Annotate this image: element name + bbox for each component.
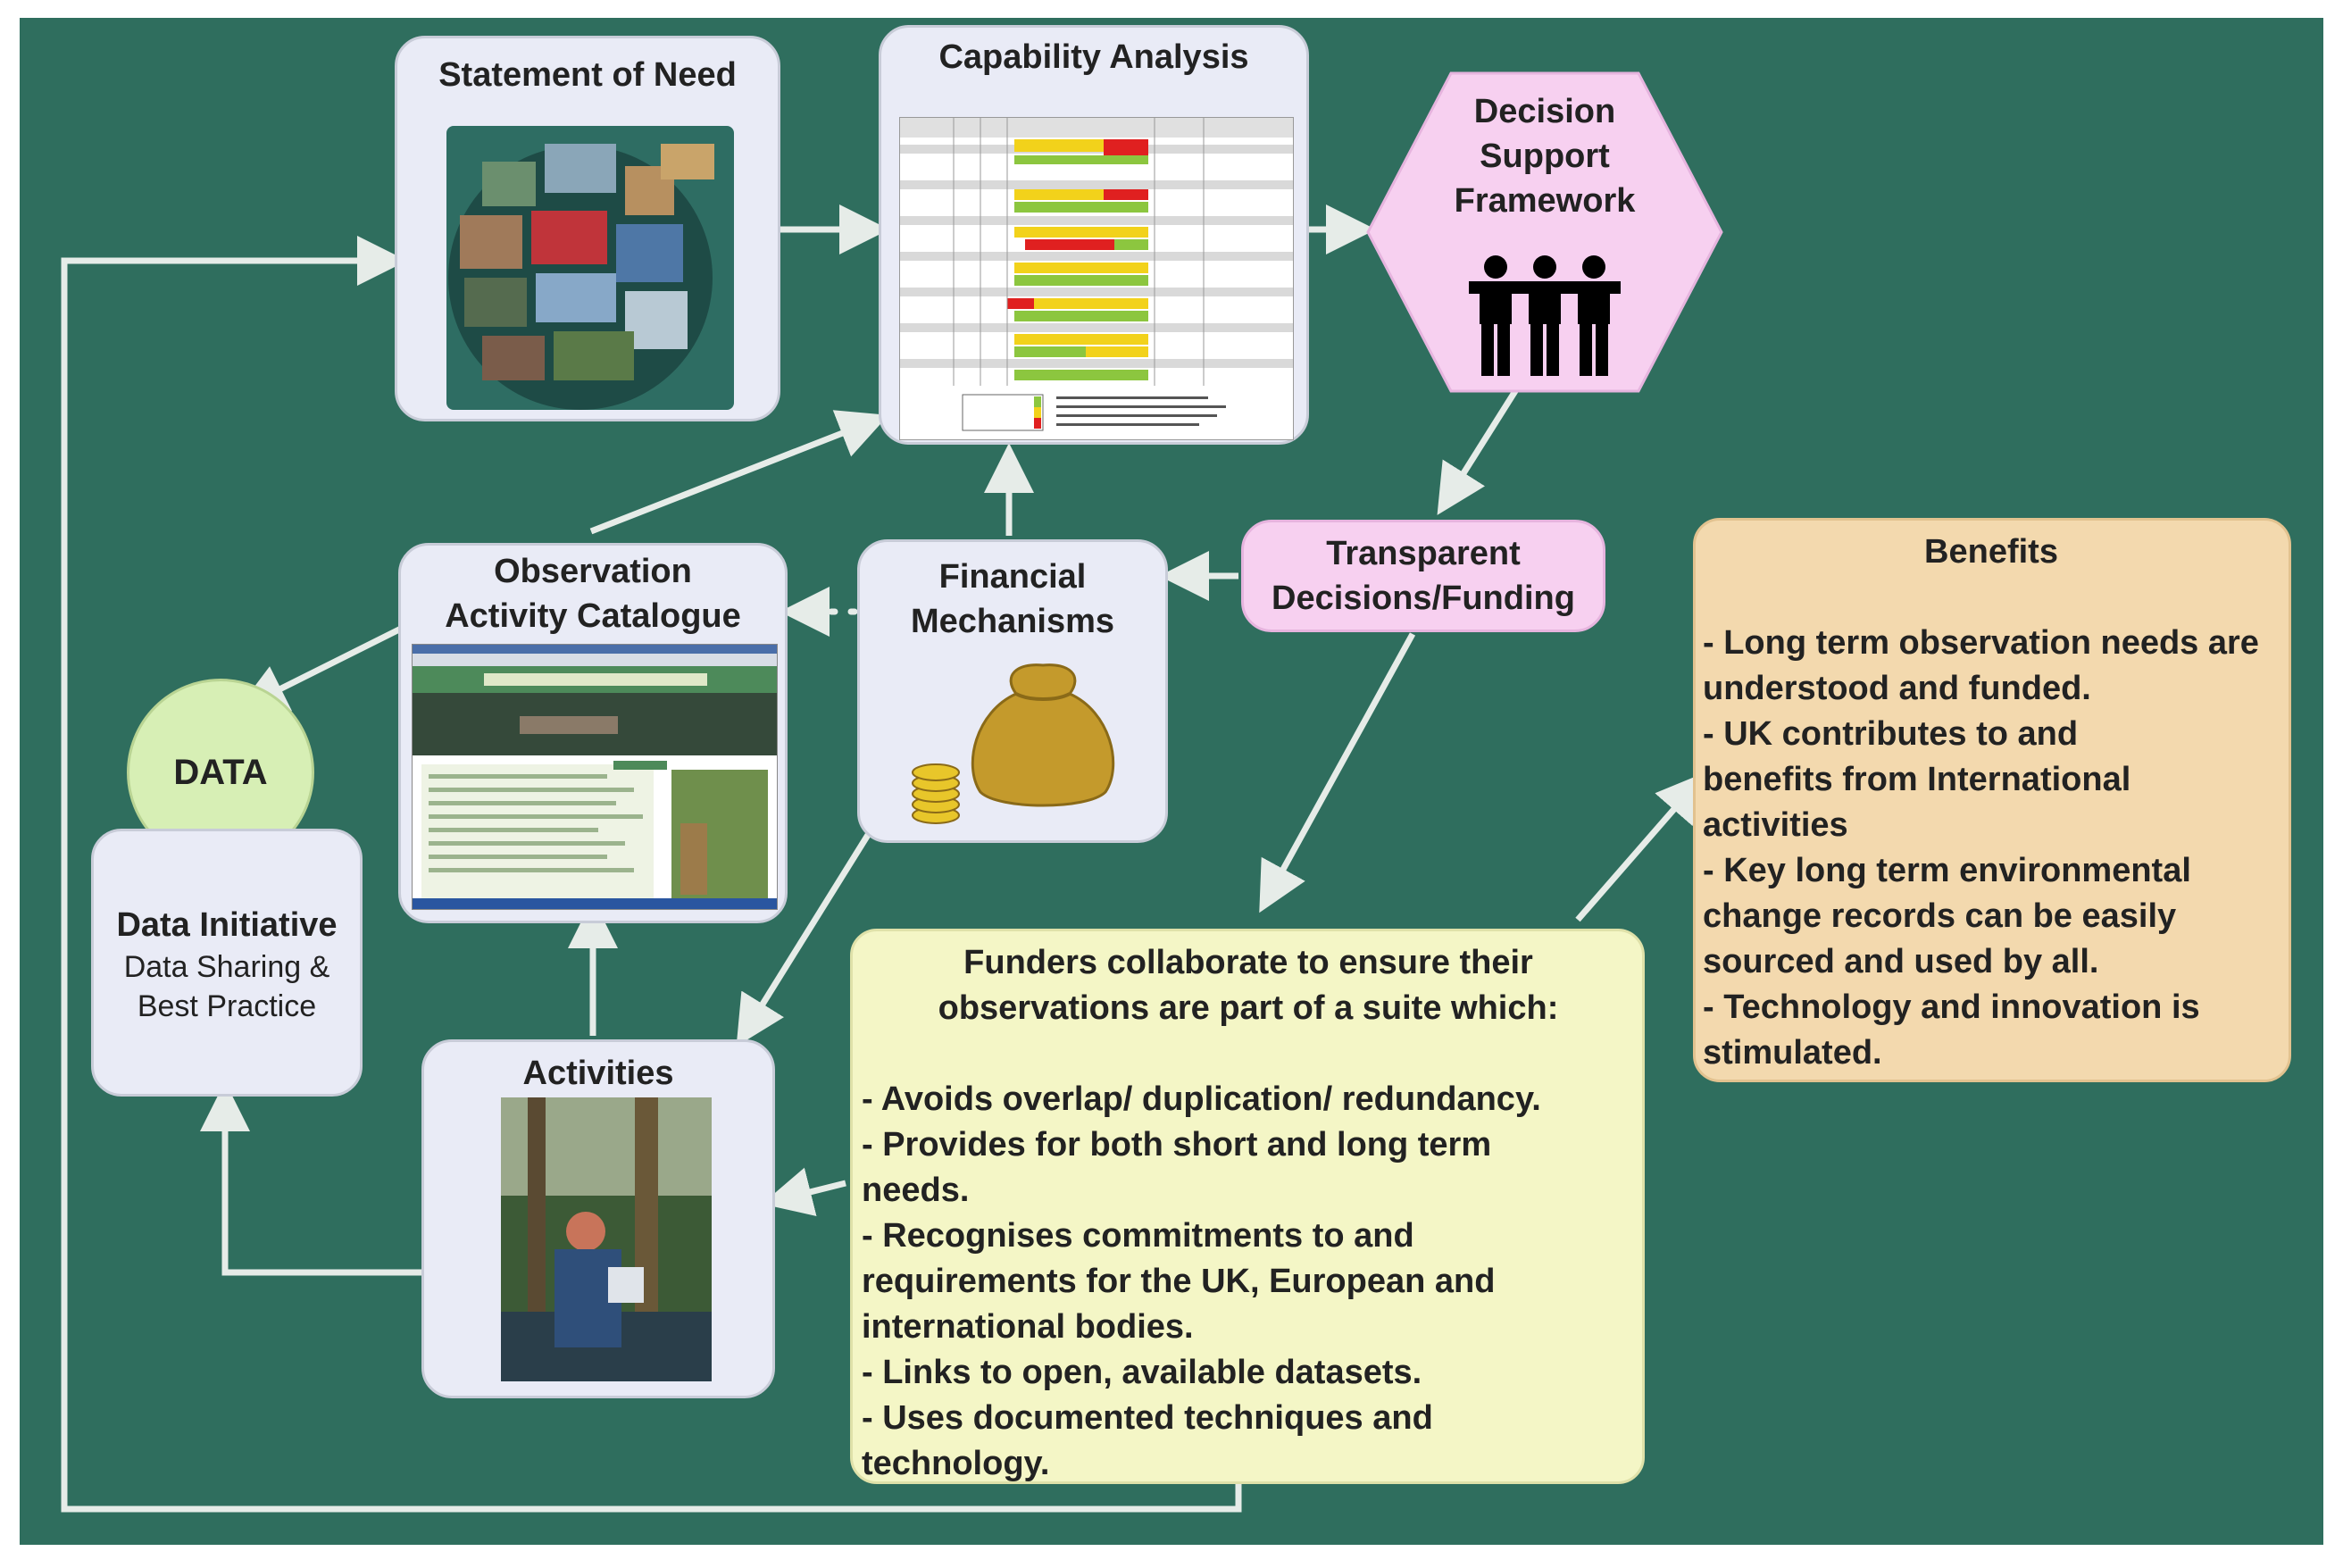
transparent-line-1: Transparent	[1326, 535, 1521, 572]
activities-title: Activities	[522, 1055, 674, 1092]
activities-photo	[501, 1097, 712, 1381]
data-initiative-title: Data Initiative	[116, 906, 338, 944]
arrow-catalogue-to-capability	[589, 410, 889, 535]
observation-catalogue-node: Observation Activity Catalogue	[398, 543, 788, 923]
funders-item: - Avoids overlap/ duplication/ redundanc…	[862, 1080, 1541, 1118]
capability-analysis-node: Capability Analysis	[879, 25, 1309, 445]
data-initiative-node: Data Initiative Data Sharing & Best Prac…	[91, 829, 363, 1097]
data-initiative-sub-2: Best Practice	[137, 989, 317, 1023]
funders-heading-line-1: Funders collaborate to ensure their	[963, 944, 1533, 981]
benefits-list: - Long term observation needs are unders…	[1703, 621, 2280, 1076]
data-initiative-sub-1: Data Sharing &	[123, 950, 330, 984]
catalogue-line-1: Observation	[494, 553, 692, 590]
statement-of-need-title: Statement of Need	[438, 56, 737, 94]
financial-line-2: Mechanisms	[910, 603, 1115, 640]
arrow-activities-to-data-initiative	[200, 1081, 421, 1276]
transparent-decisions-node: Transparent Decisions/Funding	[1241, 520, 1605, 632]
benefits-item: - Key long term environmental change rec…	[1703, 852, 2191, 980]
funders-list: - Avoids overlap/ duplication/ redundanc…	[862, 1077, 1635, 1487]
financial-line-1: Financial	[938, 558, 1087, 596]
catalogue-line-2: Activity Catalogue	[445, 597, 741, 635]
financial-mechanisms-node: Financial Mechanisms	[857, 539, 1168, 843]
coin-stack-icon	[912, 763, 960, 824]
catalogue-screenshot	[412, 644, 778, 910]
people-icon	[1469, 255, 1621, 376]
arrow-decision-to-transparent	[1437, 382, 1522, 515]
benefits-node: Benefits - Long term observation needs a…	[1693, 518, 2291, 1082]
funders-item: - Recognises commitments to and requirem…	[862, 1217, 1496, 1346]
arrow-financial-to-activities	[736, 833, 871, 1047]
capability-matrix-image	[899, 117, 1294, 440]
money-bag-icon	[971, 663, 1115, 807]
arrow-transparent-to-funders	[1259, 632, 1416, 913]
benefits-item: - Technology and innovation is stimulate…	[1703, 988, 2200, 1072]
arrow-loop-to-statement	[61, 236, 1242, 1513]
benefits-item: - UK contributes to and benefits from In…	[1703, 715, 2131, 844]
funders-item: - Links to open, available datasets.	[862, 1354, 1422, 1391]
connector-layer	[61, 204, 1707, 1513]
arrow-catalogue-to-data	[236, 621, 410, 712]
diagram-canvas: Statement of Need	[20, 18, 2323, 1545]
arrow-funders-to-benefits	[1575, 771, 1707, 922]
transparent-line-2: Decisions/Funding	[1272, 580, 1575, 617]
funders-heading: Funders collaborate to ensure their obse…	[862, 940, 1635, 1031]
statement-of-need-node: Statement of Need	[395, 36, 780, 421]
funders-heading-line-2: observations are part of a suite which:	[938, 989, 1559, 1027]
decision-line-3: Framework	[1454, 182, 1636, 220]
capability-analysis-title: Capability Analysis	[938, 38, 1249, 76]
activities-node: Activities	[421, 1039, 775, 1398]
data-circle-label: DATA	[173, 752, 268, 792]
funders-item: - Uses documented techniques and technol…	[862, 1399, 1433, 1482]
decision-support-node: Decision Support Framework	[1366, 71, 1723, 393]
decision-line-2: Support	[1480, 138, 1610, 175]
funders-node: Funders collaborate to ensure their obse…	[850, 929, 1645, 1484]
statement-photo-collage	[446, 126, 734, 410]
arrow-funders-to-activities	[762, 1167, 846, 1216]
decision-line-1: Decision	[1473, 93, 1616, 130]
benefits-item: - Long term observation needs are unders…	[1703, 624, 2259, 707]
benefits-title: Benefits	[1924, 533, 2058, 571]
funders-item: - Provides for both short and long term …	[862, 1126, 1492, 1209]
